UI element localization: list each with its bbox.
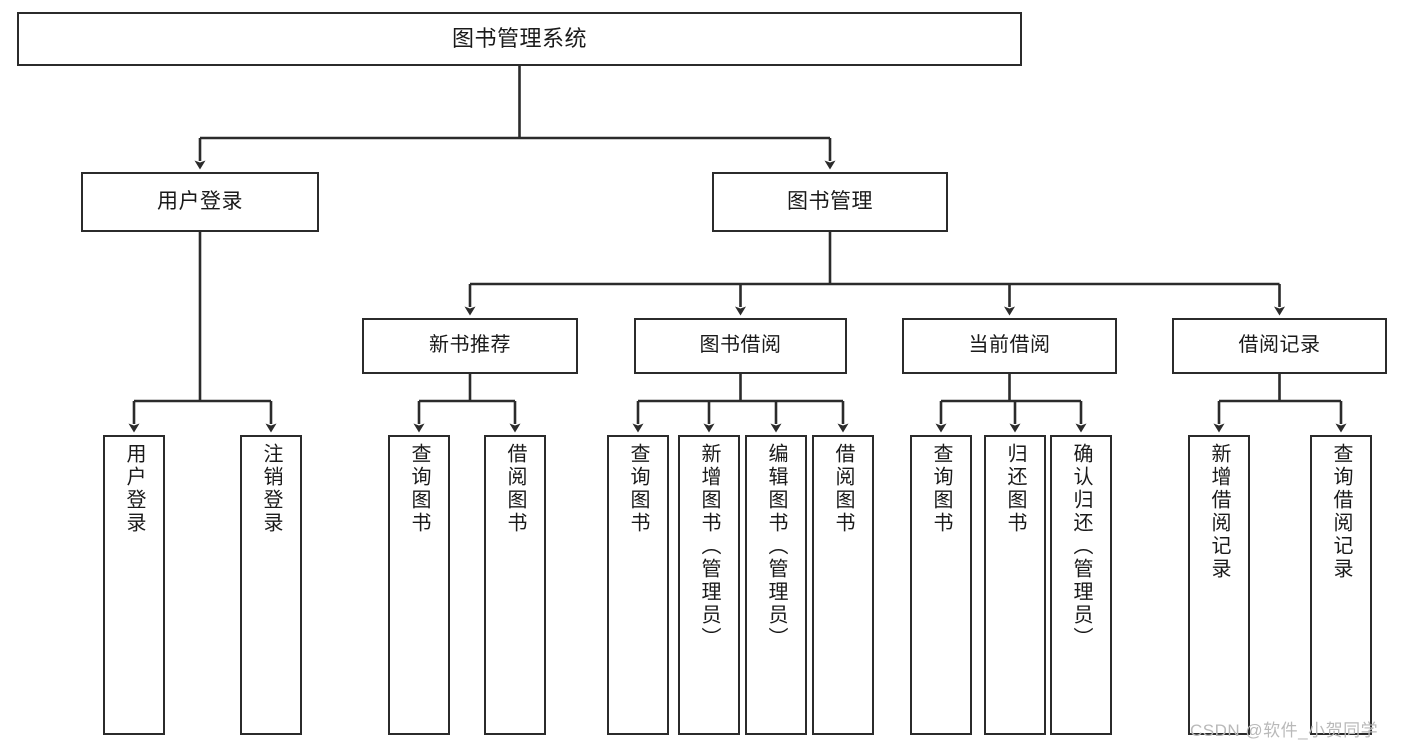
node-label: 查询图书 <box>408 443 430 535</box>
node-label: 借阅图书 <box>504 443 526 535</box>
node-leaf-query-1[interactable]: 查询图书 <box>388 435 450 735</box>
node-book-manage[interactable]: 图书管理 <box>712 172 948 232</box>
node-leaf-add-book[interactable]: 新增图书（管理员） <box>678 435 740 735</box>
node-label: 注销登录 <box>260 443 282 535</box>
csdn-watermark: CSDN @软件_小贺同学 <box>1190 721 1379 740</box>
node-borrow-record[interactable]: 借阅记录 <box>1172 318 1387 374</box>
node-label: 查询借阅记录 <box>1330 443 1352 581</box>
node-label: 用户登录 <box>157 189 243 213</box>
node-label: 查询图书 <box>930 443 952 535</box>
node-root[interactable]: 图书管理系统 <box>17 12 1022 66</box>
node-label: 图书借阅 <box>699 334 782 357</box>
node-leaf-return[interactable]: 归还图书 <box>984 435 1046 735</box>
node-leaf-confirm[interactable]: 确认归还（管理员） <box>1050 435 1112 735</box>
node-leaf-borrow-2[interactable]: 借阅图书 <box>812 435 874 735</box>
node-leaf-query-rec[interactable]: 查询借阅记录 <box>1310 435 1372 735</box>
node-label: 编辑图书（管理员） <box>765 443 787 650</box>
node-label: 图书管理 <box>787 189 873 213</box>
node-new-book-rec[interactable]: 新书推荐 <box>362 318 578 374</box>
node-label: 借阅图书 <box>832 443 854 535</box>
node-label: 借阅记录 <box>1238 334 1321 357</box>
node-leaf-edit-book[interactable]: 编辑图书（管理员） <box>745 435 807 735</box>
node-current-borrow[interactable]: 当前借阅 <box>902 318 1117 374</box>
node-label: 归还图书 <box>1004 443 1026 535</box>
node-leaf-borrow-1[interactable]: 借阅图书 <box>484 435 546 735</box>
node-book-borrow[interactable]: 图书借阅 <box>634 318 847 374</box>
node-label: 查询图书 <box>627 443 649 535</box>
node-leaf-user-login[interactable]: 用户登录 <box>103 435 165 735</box>
node-label: 用户登录 <box>123 443 145 535</box>
node-label: 确认归还（管理员） <box>1070 443 1092 650</box>
node-label: 新增借阅记录 <box>1208 443 1230 581</box>
node-leaf-add-rec[interactable]: 新增借阅记录 <box>1188 435 1250 735</box>
node-leaf-query-3[interactable]: 查询图书 <box>910 435 972 735</box>
node-leaf-query-2[interactable]: 查询图书 <box>607 435 669 735</box>
node-label: 图书管理系统 <box>451 26 587 52</box>
node-label: 新增图书（管理员） <box>698 443 720 650</box>
node-user-login[interactable]: 用户登录 <box>81 172 319 232</box>
node-label: 新书推荐 <box>429 334 511 357</box>
node-leaf-logout[interactable]: 注销登录 <box>240 435 302 735</box>
node-label: 当前借阅 <box>968 334 1051 357</box>
